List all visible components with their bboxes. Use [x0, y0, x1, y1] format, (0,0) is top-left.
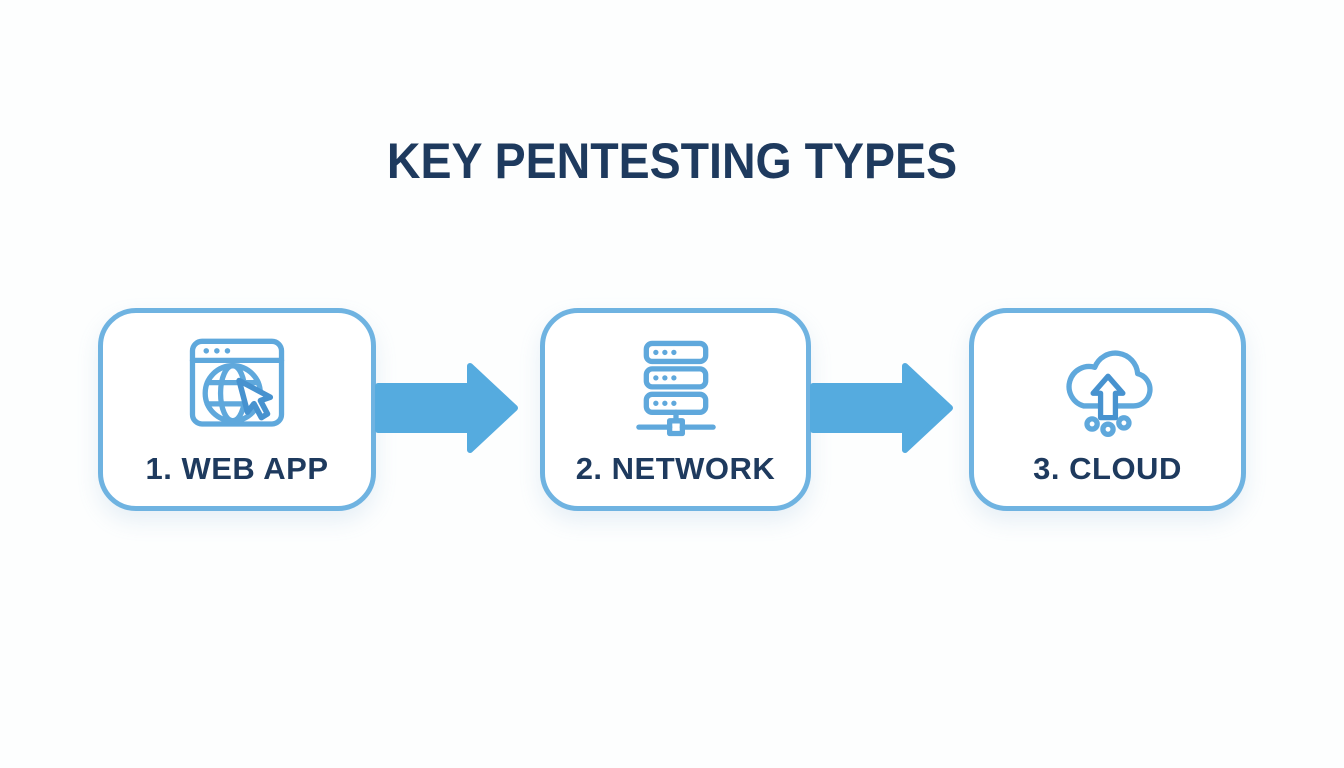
step-card-network: 2. NETWORK — [540, 308, 811, 511]
step-label-web-app: 1. WEB APP — [145, 451, 329, 486]
arrow-right-icon — [375, 363, 518, 453]
network-server-stack-icon — [635, 340, 716, 437]
arrow-right-icon — [810, 363, 953, 453]
step-card-web-app: 1. WEB APP — [98, 308, 376, 511]
page-title: KEY PENTESTING TYPES — [386, 133, 958, 189]
step-label-cloud: 3. CLOUD — [1033, 451, 1182, 486]
web-app-browser-globe-cursor-icon — [189, 338, 285, 427]
step-card-cloud: 3. CLOUD — [969, 308, 1246, 511]
cloud-upload-icon — [1065, 350, 1153, 438]
step-label-network: 2. NETWORK — [575, 451, 776, 486]
